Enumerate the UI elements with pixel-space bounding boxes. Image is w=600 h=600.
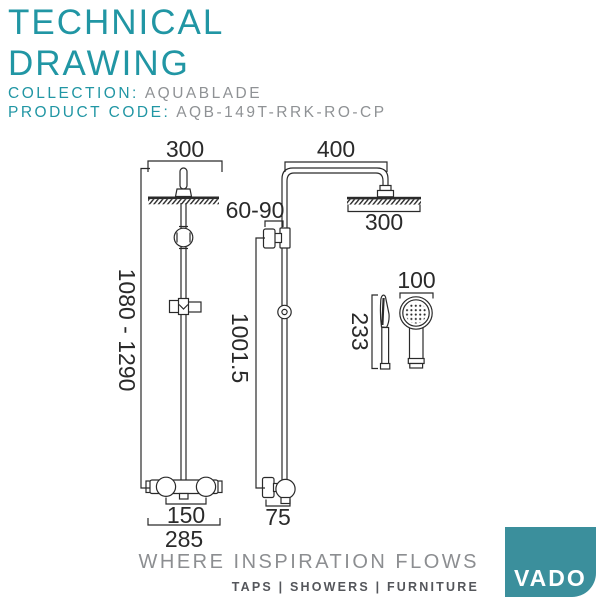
dim-side-valve-centres: 150 bbox=[167, 502, 205, 528]
front-riser-and-arm bbox=[281, 167, 389, 481]
side-slider-bracket bbox=[168, 297, 202, 316]
handset-dimension-labels: 100 233 bbox=[347, 267, 436, 351]
side-thermostatic-valve bbox=[145, 476, 223, 500]
side-riser-pipe bbox=[180, 203, 187, 481]
dim-side-valve-width: 285 bbox=[165, 526, 203, 552]
front-dimension-labels: 400 60-90 300 1001.5 75 bbox=[226, 136, 404, 530]
side-dimension-labels: 300 1080 - 1290 150 285 bbox=[114, 136, 205, 552]
side-view-drawing: 300 1080 - 1290 150 285 bbox=[114, 136, 223, 552]
front-dimension-lines bbox=[255, 161, 421, 507]
sheet-header: TECHNICAL DRAWING COLLECTION: AQUABLADE … bbox=[8, 2, 387, 122]
collection-label: COLLECTION: bbox=[8, 85, 139, 102]
front-upper-wall-bracket bbox=[262, 227, 291, 249]
collection-value: AQUABLADE bbox=[144, 85, 263, 102]
dim-front-fixing-centres: 1001.5 bbox=[227, 313, 253, 383]
handset-front-view bbox=[399, 296, 433, 369]
front-rain-head bbox=[347, 184, 421, 205]
page-title-line-1: TECHNICAL bbox=[8, 3, 225, 42]
dim-front-lower-depth: 75 bbox=[265, 504, 291, 530]
vado-logo-text: VADO bbox=[514, 565, 587, 591]
dim-handset-diameter: 100 bbox=[397, 267, 435, 293]
front-view-drawing: 400 60-90 300 1001.5 75 bbox=[226, 136, 421, 530]
dim-front-head-width: 300 bbox=[365, 209, 403, 235]
footer-categories: TAPS | SHOWERS | FURNITURE bbox=[231, 580, 479, 594]
dim-side-height-range: 1080 - 1290 bbox=[114, 269, 140, 392]
dim-side-head-width: 300 bbox=[166, 136, 204, 162]
side-ball-joint bbox=[173, 225, 194, 250]
collection-line: COLLECTION: AQUABLADE bbox=[8, 85, 387, 103]
handset-dimension-lines bbox=[371, 292, 434, 370]
handset-drawing: 100 233 bbox=[347, 267, 436, 370]
vado-logo: VADO bbox=[505, 527, 596, 597]
dim-front-arm-projection: 400 bbox=[317, 136, 355, 162]
front-lower-wall-bracket bbox=[261, 476, 296, 505]
side-rain-head bbox=[148, 167, 219, 205]
side-dimension-lines bbox=[140, 160, 223, 526]
product-code-value: AQB-149T-RRK-RO-CP bbox=[176, 104, 387, 121]
product-code-label: PRODUCT CODE: bbox=[8, 104, 171, 121]
dim-handset-length: 233 bbox=[347, 312, 373, 350]
handset-side-view bbox=[379, 294, 391, 370]
footer-tagline: WHERE INSPIRATION FLOWS bbox=[138, 551, 479, 573]
product-code-line: PRODUCT CODE: AQB-149T-RRK-RO-CP bbox=[8, 104, 387, 122]
front-pipe-union bbox=[277, 304, 292, 320]
page-title-line-2: DRAWING bbox=[8, 44, 190, 83]
dim-front-wall-depth: 60-90 bbox=[226, 197, 285, 223]
